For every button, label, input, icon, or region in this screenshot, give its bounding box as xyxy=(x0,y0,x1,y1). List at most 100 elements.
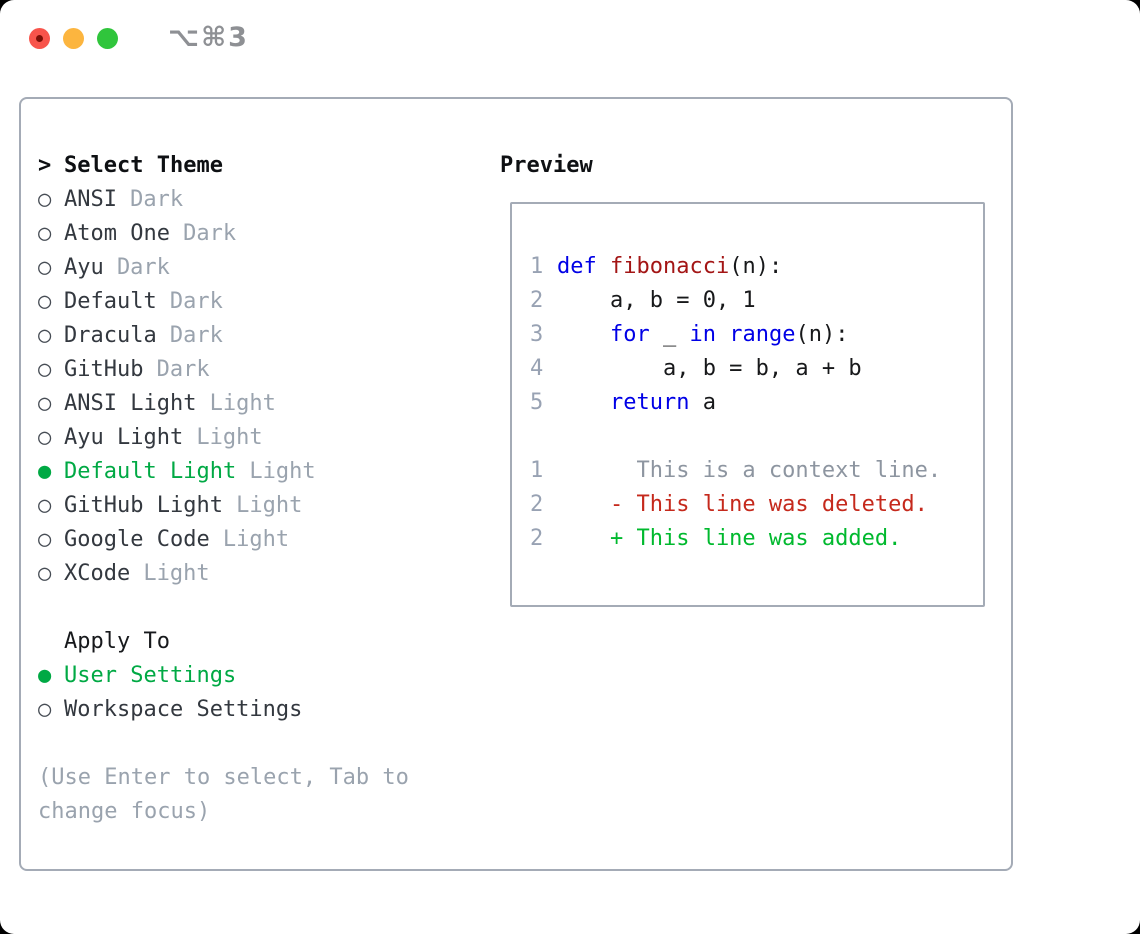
token-plain: (n): xyxy=(795,322,849,347)
theme-item-label: GitHub xyxy=(64,357,144,382)
theme-item-ansi[interactable]: ○ ANSI Dark xyxy=(38,183,409,217)
line-number xyxy=(530,420,557,454)
line-tokens: a, b = 0, 1 xyxy=(557,284,756,318)
titlebar: ⌥⌘3 xyxy=(0,0,1140,76)
token-plain: a, b = b, a + b xyxy=(557,356,862,381)
token-plain: _ xyxy=(649,322,690,347)
radio-icon: ○ xyxy=(38,289,52,314)
radio-icon: ○ xyxy=(38,697,52,722)
hint-text: (Use Enter to select, Tab to change focus… xyxy=(38,761,409,829)
theme-item-google-code[interactable]: ○ Google Code Light xyxy=(38,523,409,557)
theme-variant-tag: Dark xyxy=(169,323,223,348)
theme-item-label: Atom One xyxy=(64,221,170,246)
code-line: 1 This is a context line. xyxy=(530,454,983,488)
theme-variant-tag: Light xyxy=(249,459,316,484)
token-kw: in xyxy=(689,322,716,347)
token-add: + This line was added. xyxy=(557,526,902,551)
line-tokens: + This line was added. xyxy=(557,522,901,556)
hint-line: change focus) xyxy=(38,799,211,824)
radio-icon: ○ xyxy=(38,187,52,212)
theme-item-github[interactable]: ○ GitHub Dark xyxy=(38,353,409,387)
line-number: 2 xyxy=(530,288,544,313)
code-line: 3 for _ in range(n): xyxy=(530,318,983,352)
token-plain xyxy=(597,254,610,279)
theme-variant-tag: Light xyxy=(236,493,303,518)
radio-icon: ○ xyxy=(38,323,52,348)
line-number: 2 xyxy=(530,492,544,517)
theme-variant-tag: Light xyxy=(143,561,210,586)
theme-item-label: Google Code xyxy=(64,527,210,552)
line-tokens: def fibonacci(n): xyxy=(557,250,782,284)
code-line xyxy=(530,420,983,454)
minimize-button[interactable] xyxy=(63,28,84,49)
theme-item-label: GitHub Light xyxy=(64,493,223,518)
code-line: 2 a, b = 0, 1 xyxy=(530,284,983,318)
theme-variant-tag: Light xyxy=(196,425,263,450)
line-tokens: a, b = b, a + b xyxy=(557,352,862,386)
theme-variant-tag: Dark xyxy=(130,187,184,212)
token-plain xyxy=(716,322,729,347)
token-del: - This line was deleted. xyxy=(557,492,928,517)
token-plain xyxy=(557,390,610,415)
theme-item-label: ANSI Light xyxy=(64,391,197,416)
preview-title: Preview xyxy=(500,153,593,178)
radio-icon: ○ xyxy=(38,391,52,416)
token-kw: for xyxy=(609,322,650,347)
token-fn: fibonacci xyxy=(610,254,730,279)
apply-to-option-user-settings[interactable]: ●User Settings xyxy=(38,659,409,693)
theme-item-label: XCode xyxy=(64,561,131,586)
radio-icon: ○ xyxy=(38,357,52,382)
line-tokens: return a xyxy=(557,386,716,420)
code-line: 5 return a xyxy=(530,386,983,420)
theme-item-label: Default xyxy=(64,289,157,314)
line-number: 4 xyxy=(530,356,544,381)
token-kw: range xyxy=(729,322,796,347)
line-tokens: This is a context line. xyxy=(557,454,941,488)
theme-item-default[interactable]: ○ Default Dark xyxy=(38,285,409,319)
token-plain: (n): xyxy=(729,254,783,279)
token-plain xyxy=(557,322,610,347)
line-number: 1 xyxy=(530,254,544,279)
theme-item-ansi-light[interactable]: ○ ANSI Light Light xyxy=(38,387,409,421)
apply-to-indent xyxy=(38,625,64,659)
theme-variant-tag: Dark xyxy=(169,289,223,314)
theme-variant-tag: Dark xyxy=(156,357,210,382)
prompt-icon: > xyxy=(38,153,52,178)
close-dot-icon xyxy=(36,35,43,42)
token-context: This is a context line. xyxy=(557,458,942,483)
close-button[interactable] xyxy=(29,28,50,49)
code-line: 2 - This line was deleted. xyxy=(530,488,983,522)
spacer xyxy=(38,727,409,761)
radio-icon: ○ xyxy=(38,527,52,552)
apply-to-option-workspace-settings[interactable]: ○ Workspace Settings xyxy=(38,693,409,727)
line-tokens: for _ in range(n): xyxy=(557,318,848,352)
code-line: 1 def fibonacci(n): xyxy=(530,250,983,284)
line-number: 2 xyxy=(530,526,544,551)
zoom-button[interactable] xyxy=(97,28,118,49)
select-theme-title: Select Theme xyxy=(64,153,223,178)
radio-selected-icon: ● xyxy=(38,663,52,688)
token-kw: return xyxy=(609,390,690,415)
theme-item-label: Ayu xyxy=(64,255,104,280)
theme-item-label: Ayu Light xyxy=(64,425,184,450)
select-theme-header: > Select Theme xyxy=(38,149,409,183)
hint-line: (Use Enter to select, Tab to xyxy=(38,765,409,790)
theme-variant-tag: Light xyxy=(209,391,276,416)
theme-variant-tag: Light xyxy=(222,527,290,552)
theme-item-label: ANSI xyxy=(64,187,117,212)
apply-to-option-label: Workspace Settings xyxy=(64,697,303,722)
token-plain: a xyxy=(689,390,716,415)
apply-to-list: ●User Settings ○ Workspace Settings xyxy=(38,659,409,727)
